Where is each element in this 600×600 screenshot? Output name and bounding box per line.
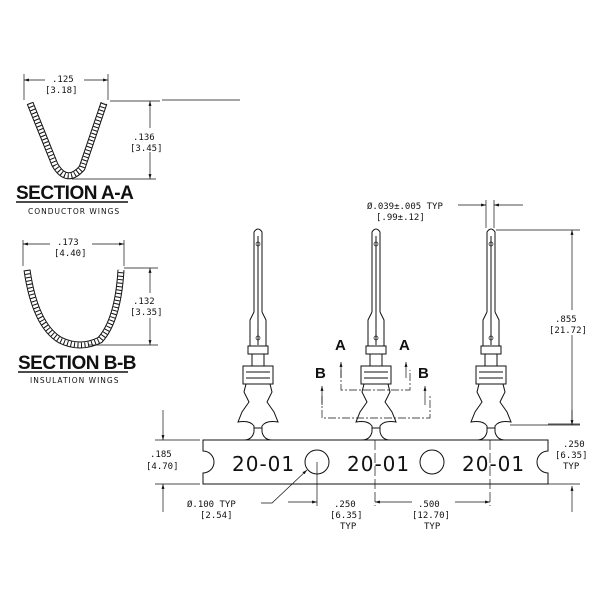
terminal-pin (470, 228, 512, 441)
section-mark-a-right: A (399, 337, 410, 354)
section-b-b: .173 [4.40] .132 [3.35] SECTION B-B INSU… (18, 238, 163, 385)
strip-label: 20-01 (232, 452, 295, 476)
carrier-strip: 20-01 20-01 20-01 (202, 439, 549, 485)
section-b-title: SECTION B-B (18, 353, 136, 374)
section-a-subtitle: CONDUCTOR WINGS (28, 207, 120, 216)
pin-diameter-mm: [.99±.12] (376, 213, 425, 223)
hole-offset-typ: TYP (340, 522, 357, 532)
strip-edge-in: .250 (563, 440, 585, 450)
hole-diameter-mm: [2.54] (200, 511, 233, 521)
section-a-width-mm: [3.18] (45, 86, 78, 96)
pitch-typ: TYP (424, 522, 441, 532)
pilot-hole (419, 449, 445, 475)
terminal-pins (237, 228, 512, 441)
strip-edge-dimension: .250 [6.35] TYP (548, 410, 588, 512)
section-markers: A A B B (315, 337, 431, 419)
pin-length-in: .855 (555, 315, 577, 325)
strip-edge-mm: [6.35] (555, 451, 588, 461)
pin-diameter-dimension: Ø.039±.005 TYP [.99±.12] (367, 200, 523, 228)
section-mark-b-left: B (315, 365, 326, 382)
hole-offset-in: .250 (334, 500, 356, 510)
section-b-width-in: .173 (57, 238, 79, 248)
strip-edge-typ: TYP (563, 462, 580, 472)
hole-diameter-in: Ø.100 TYP (187, 499, 236, 510)
pin-diameter-in: Ø.039±.005 TYP (367, 201, 443, 212)
strip-height-dimension: .185 [4.70] (146, 410, 200, 512)
pitch-mm: [12.70] (412, 511, 450, 521)
section-mark-a-left: A (335, 337, 346, 354)
terminal-pin (237, 228, 279, 441)
section-a-height-in: .136 (133, 133, 155, 143)
pin-length-dimension: .855 [21.72] (496, 229, 587, 426)
section-b-height-in: .132 (133, 297, 155, 307)
pitch-in: .500 (418, 500, 440, 510)
terminal-pin (355, 228, 397, 441)
pin-length-mm: [21.72] (549, 326, 587, 336)
strip-height-in: .185 (150, 450, 172, 460)
strip-height-mm: [4.70] (146, 462, 179, 472)
bottom-dimensions: Ø.100 TYP [2.54] .250 [6.35] TYP .500 [1… (187, 440, 491, 532)
hole-offset-mm: [6.35] (330, 511, 363, 521)
strip-label: 20-01 (347, 452, 410, 476)
section-b-subtitle: INSULATION WINGS (30, 376, 119, 385)
section-a-title: SECTION A-A (16, 183, 134, 204)
strip-label: 20-01 (462, 452, 525, 476)
section-b-height-mm: [3.35] (130, 308, 163, 318)
section-a-height-mm: [3.45] (130, 144, 163, 154)
section-a-width-in: .125 (52, 75, 74, 85)
section-b-width-mm: [4.40] (54, 249, 87, 259)
section-a-a: .125 [3.18] .136 [3.45] SECTION A-A COND… (16, 74, 240, 216)
section-mark-b-right: B (418, 365, 429, 382)
